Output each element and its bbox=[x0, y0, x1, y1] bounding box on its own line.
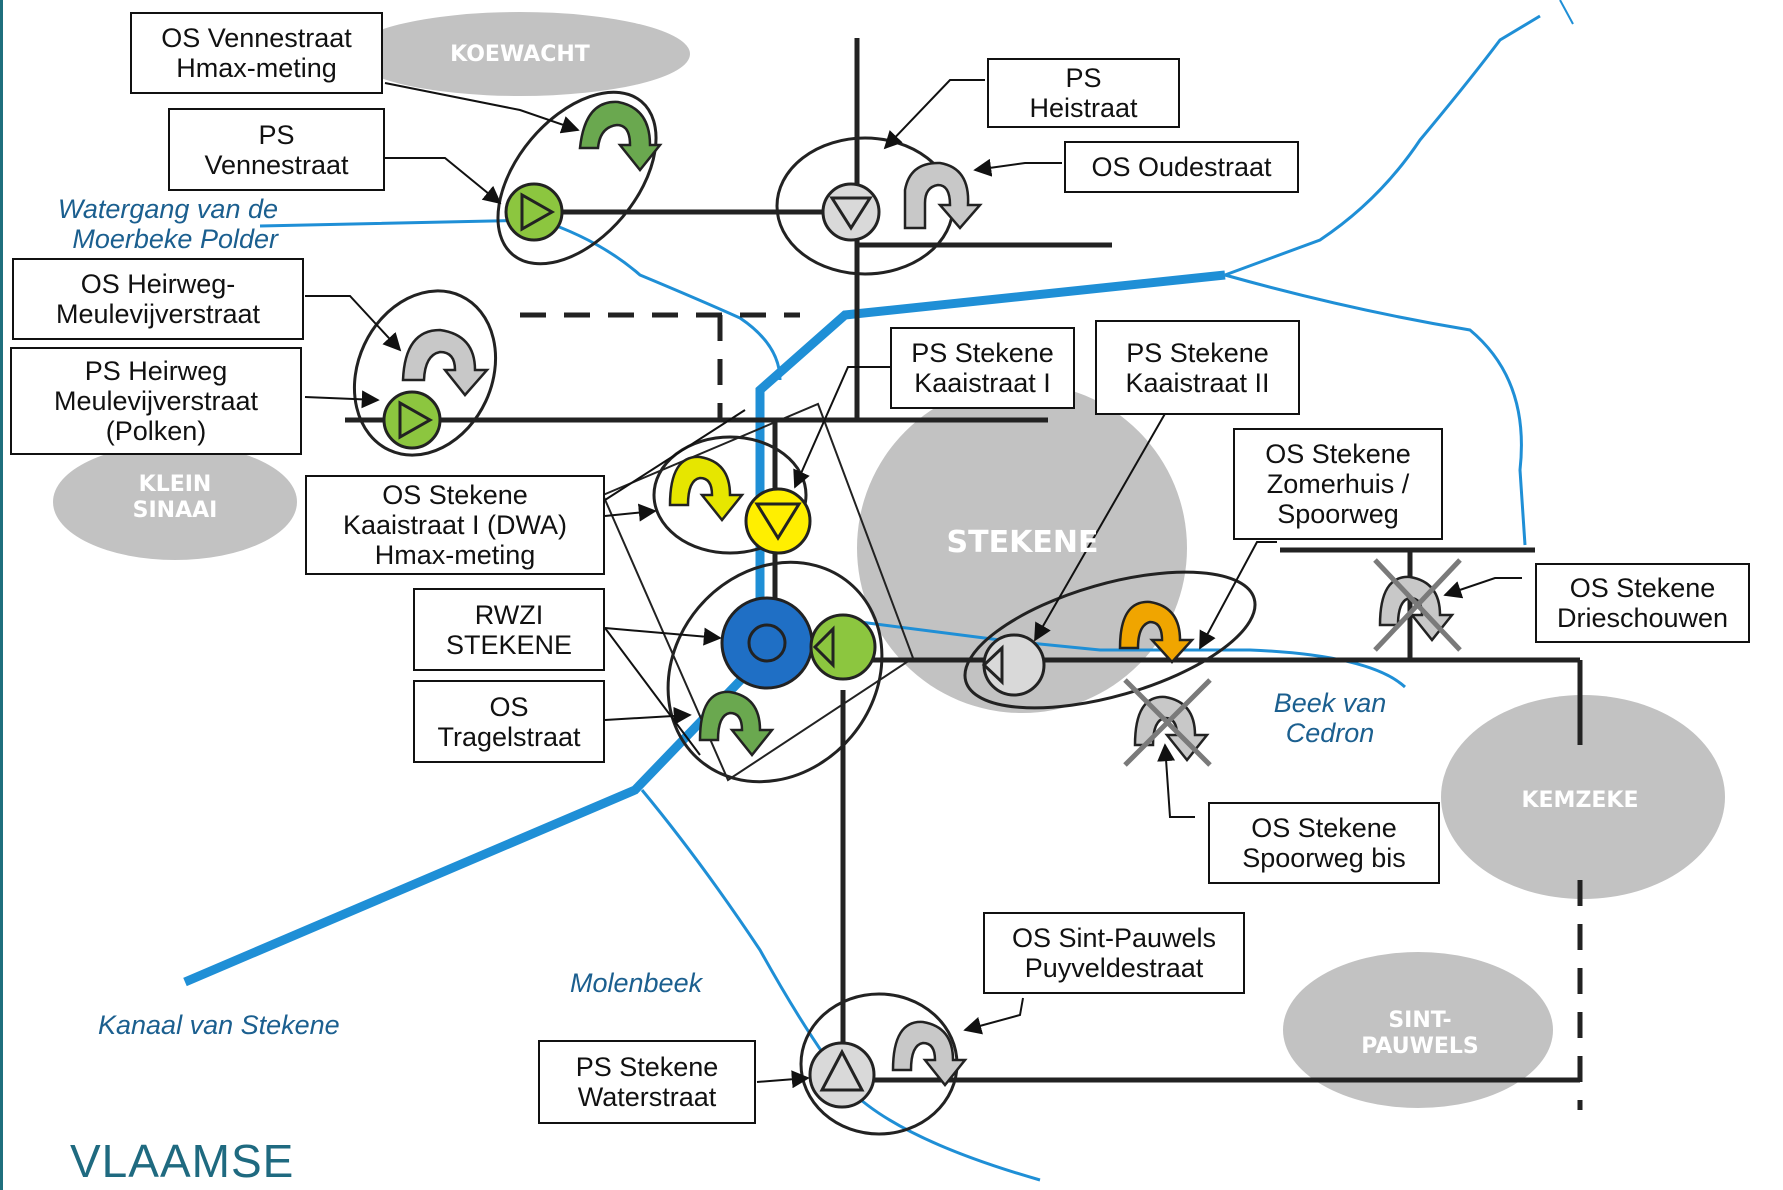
overflow-vennestraat bbox=[578, 100, 663, 173]
overflow-tragelstraat bbox=[698, 690, 775, 758]
frame-leaders bbox=[604, 409, 746, 756]
node-vennestraat-ring bbox=[496, 90, 658, 266]
node-kaaistraat2-ring bbox=[963, 570, 1257, 710]
watercourse-top-right bbox=[1559, 0, 1574, 25]
area-klein-sinaai bbox=[53, 444, 297, 560]
planned-sewer-lines bbox=[520, 312, 1583, 1110]
waterway-label-kanaal: Kanaal van Stekene bbox=[98, 1010, 340, 1040]
area-stekene bbox=[857, 383, 1187, 713]
area-kemzeke bbox=[1441, 695, 1725, 899]
node-kaaistraat-ring bbox=[652, 435, 808, 555]
rwzi-plant bbox=[720, 596, 814, 690]
pump-kaaistraat-1 bbox=[744, 487, 812, 555]
area-sint-pauwels bbox=[1283, 952, 1553, 1108]
rwzi-frame bbox=[601, 402, 915, 782]
watercourse-molenbeek bbox=[640, 789, 1041, 1182]
crossed-out-markers bbox=[1123, 558, 1462, 767]
overflow-oudestraat bbox=[903, 161, 983, 230]
label-os-heirweg: OS Heirweg-Meulevijverstraat bbox=[12, 258, 304, 340]
brand-logo-text: VLAAMSE bbox=[70, 1135, 295, 1187]
pump-heistraat bbox=[821, 182, 881, 242]
area-label-koewacht: KOEWACHT bbox=[450, 42, 590, 67]
waterway-label-molenbeek: Molenbeek bbox=[570, 968, 703, 998]
area-label-sint-pauwels: SINT-PAUWELS bbox=[1361, 1008, 1479, 1059]
watercourse-east bbox=[1224, 273, 1527, 546]
overflow-heirweg bbox=[401, 328, 490, 397]
area-koewacht bbox=[350, 12, 690, 96]
overflow-zomerhuis bbox=[1118, 600, 1195, 664]
sewer-lines bbox=[345, 38, 1583, 1083]
node-heirweg-ring bbox=[352, 289, 498, 457]
callout-arrows bbox=[304, 79, 1522, 1089]
pump-rwzi bbox=[809, 613, 877, 681]
pump-vennestraat bbox=[504, 182, 564, 242]
pump-waterstraat bbox=[808, 1041, 876, 1109]
node-rwzi-ring bbox=[666, 560, 884, 784]
pump-kaaistraat-2 bbox=[981, 633, 1046, 697]
watercourse-moerbeke bbox=[259, 218, 782, 381]
left-frame-line bbox=[0, 0, 3, 1190]
watercourse-north-east bbox=[1224, 14, 1541, 277]
overflow-sint-pauwels bbox=[891, 1020, 968, 1088]
area-label-kemzeke: KEMZEKE bbox=[1521, 788, 1639, 813]
area-label-stekene: STEKENE bbox=[946, 525, 1099, 560]
pump-heirweg bbox=[382, 390, 442, 450]
overflow-kaaistraat-1-dwa bbox=[668, 455, 745, 523]
label-os-oudestraat: OS Oudestraat bbox=[1064, 141, 1299, 193]
